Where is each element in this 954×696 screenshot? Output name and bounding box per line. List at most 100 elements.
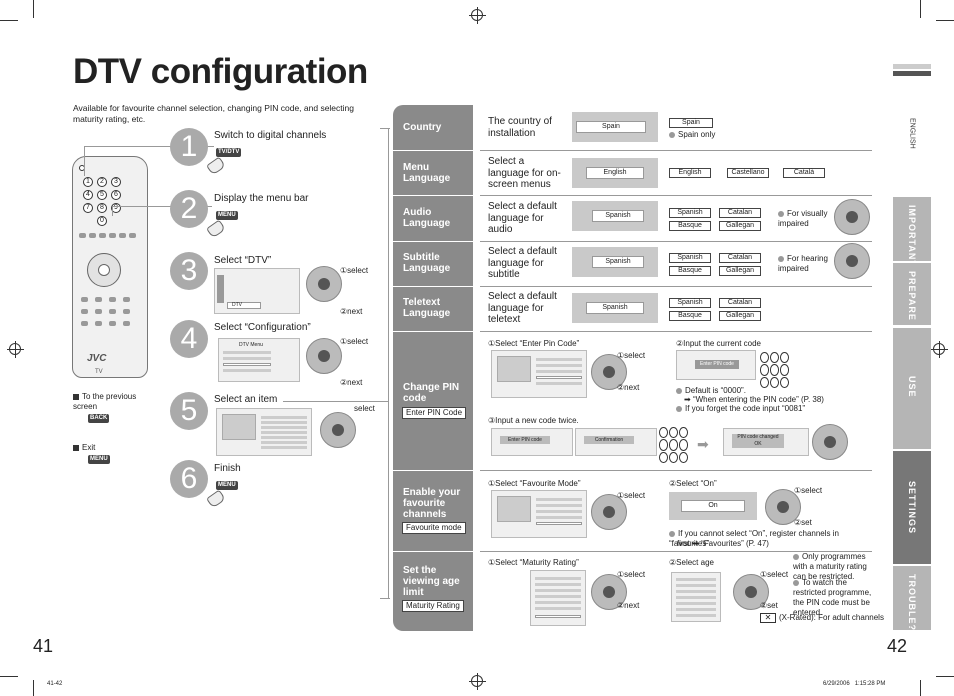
joystick-icon [306,266,342,302]
leader-line [112,206,113,216]
audio-language-option: Spanish [669,208,711,218]
category-change-pin: Change PIN code [398,382,468,404]
select-label: ①select [617,570,646,579]
remote-key [109,321,116,326]
remote-key [123,297,130,302]
bullet-icon [793,579,799,586]
category-divider [393,331,473,332]
pin-changed-box: PIN code changed OK [732,434,784,448]
footer-timestamp: 6/29/2006 1:15:28 PM [823,681,886,687]
joystick-icon [812,424,848,460]
audio-language-option: Catalan [719,208,761,218]
joystick-icon [765,489,801,525]
row-separator [480,150,872,151]
category-panel [393,105,473,631]
menu-row [535,607,581,610]
audio-language-option: Gallegan [719,221,761,231]
crop-mark [920,680,921,696]
previous-screen-note: To the previous screen [73,392,137,411]
menu-row [536,516,582,519]
tv-screen-pin-entry: Enter PIN code [676,350,756,380]
tab-english: ENGLISH [908,118,916,149]
menu-row [261,416,307,419]
subtitle-language-select-value: Spanish [592,256,644,268]
leader-line [283,401,388,402]
remote-key [95,297,102,302]
set-label: ②set [794,518,812,527]
country-option: Spain [669,118,713,128]
step-number: 5 [170,392,208,430]
audio-language-select-value: Spanish [592,210,644,222]
teletext-language-option: Spanish [669,298,711,308]
fav-note-line2: first ➡ “Favourites” (P. 47) [677,539,769,548]
remote-key [95,321,102,326]
step-number: 1 [170,128,208,166]
bullet-icon [669,530,675,537]
next-label: ②next [340,307,363,316]
maturity-rating-tag: Maturity Rating [402,600,464,612]
row-separator [480,241,872,242]
remote-key: 5 [97,190,107,200]
category-subtitle-language: Subtitle Language [398,252,458,274]
pin-reference-note: ➡ “When entering the PIN code” (P. 38) [684,395,824,404]
enter-pin-code-tag: Enter PIN Code [402,407,467,419]
menu-row [536,364,582,367]
row-separator [480,195,872,196]
remote-key [79,233,86,238]
subtitle-language-text: Select a default language for subtitle [488,246,557,280]
registration-mark-icon [469,673,486,690]
tv-screen-pin-menu [491,350,587,398]
audio-language-note: For visually impaired [778,209,828,228]
step-number: 3 [170,252,208,290]
number-keys-icon [760,352,789,388]
menu-language-option: English [669,168,711,178]
remote-key: 3 [111,177,121,187]
menu-row [261,421,307,424]
menu-row [676,614,716,617]
remote-key: 0 [97,216,107,226]
menu-button-icon: MENU [88,455,110,464]
maturity-step2: ②Select age [669,558,714,567]
registration-mark-icon [469,7,486,24]
subtitle-language-option: Catalan [719,253,761,263]
bracket-line [380,128,390,129]
remote-key [119,233,126,238]
select-label: ①select [617,351,646,360]
remote-key [109,233,116,238]
menu-row [223,363,271,366]
back-button-icon: BACK [88,414,110,423]
new-pin-box: Enter PIN code [500,436,550,444]
tv-screen-config-list [216,408,312,456]
remote-key [81,297,88,302]
bracket-line [380,598,390,599]
favourite-mode-tag: Favourite mode [402,522,466,534]
pin-default-note: Default is “0000”. [676,386,746,396]
menu-row [536,510,582,513]
menu-row [676,590,716,593]
remote-key [95,309,102,314]
set-label: ②set [760,601,778,610]
remote-key [81,321,88,326]
bullet-icon [778,255,784,262]
select-label: select [354,404,375,413]
menu-row [676,608,716,611]
menu-row [223,369,271,372]
remote-key: 8 [97,203,107,213]
remote-key: 2 [97,177,107,187]
tab-use: USE [893,328,931,449]
exit-note: Exit [73,443,95,453]
square-bullet-icon [73,393,79,400]
remote-key [109,297,116,302]
category-teletext-language: Teletext Language [398,297,458,319]
picture-thumbnail [497,356,531,382]
x-rated-note: (X-Rated): For adult channels [779,613,884,622]
joystick-icon [834,243,870,279]
menu-row [223,351,271,354]
menu-row [536,370,582,373]
select-label: ①select [340,266,369,275]
arrow-icon: ➡ [697,436,709,452]
picture-thumbnail [222,414,256,440]
menu-row [535,589,581,592]
menu-row [536,498,582,501]
menu-row [261,441,307,444]
